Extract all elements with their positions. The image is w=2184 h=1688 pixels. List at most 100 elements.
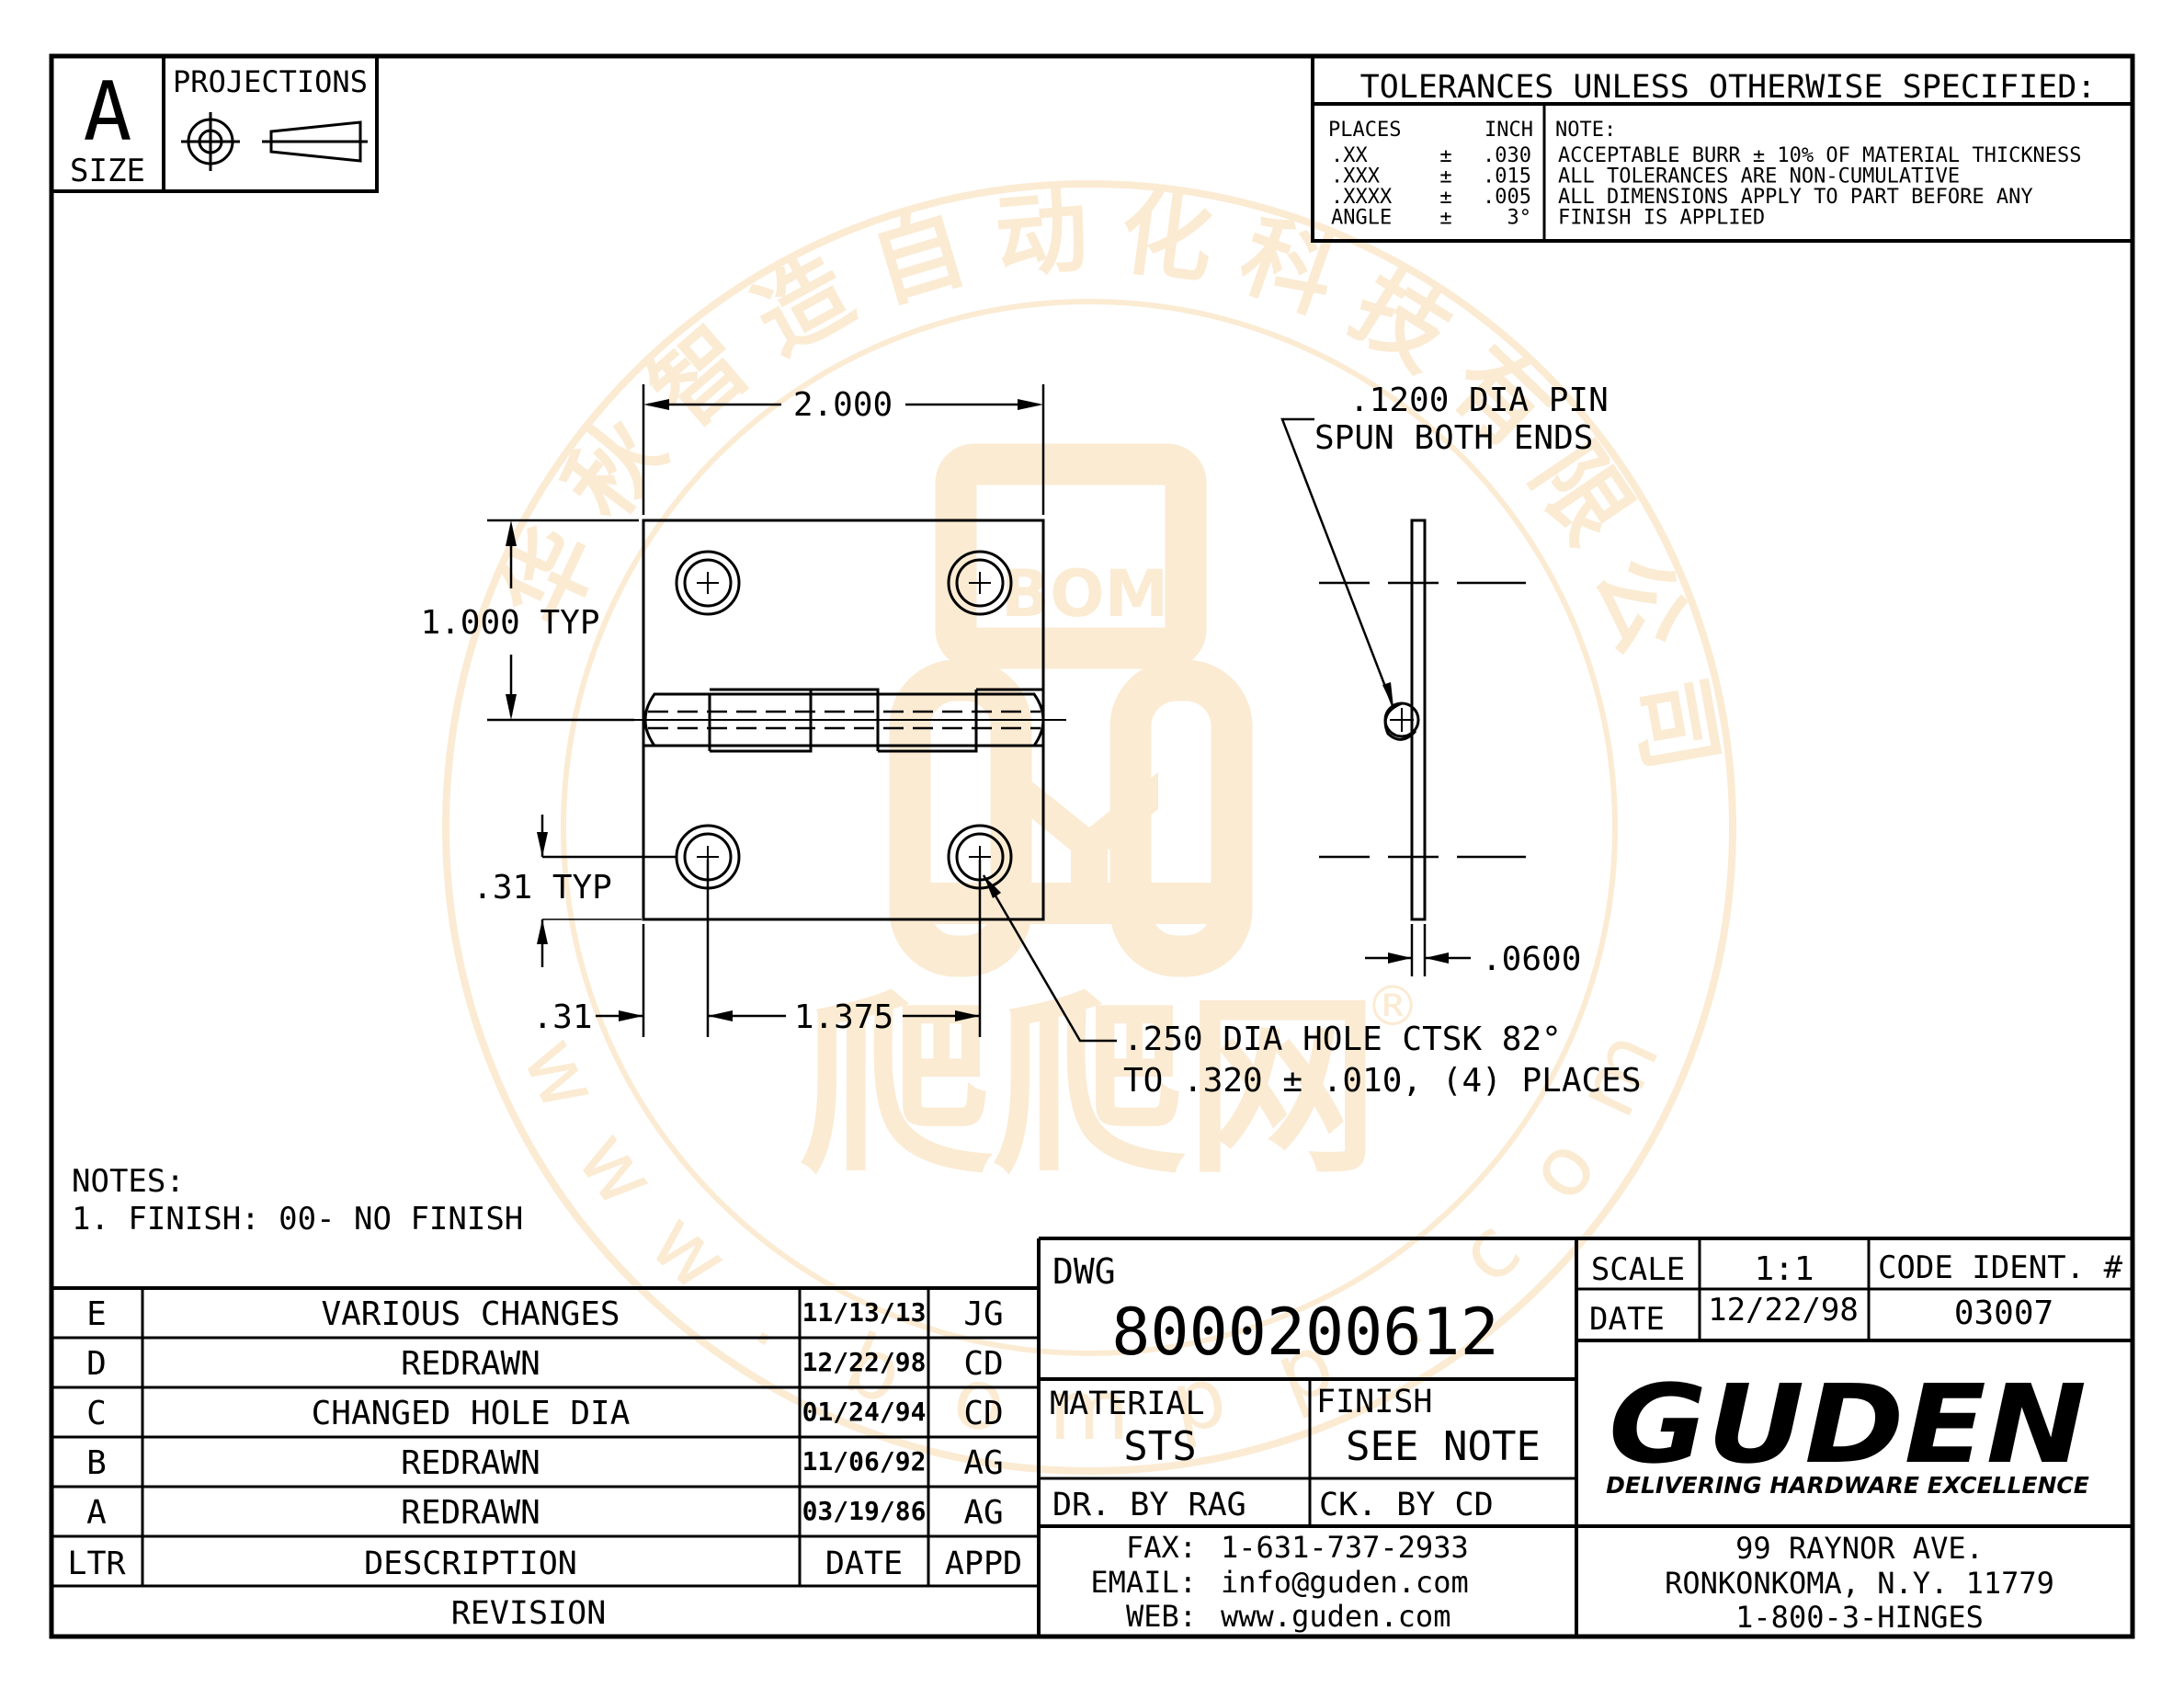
scale-value: 1:1	[1754, 1250, 1814, 1288]
drawn-by: DR. BY RAG	[1052, 1487, 1246, 1523]
watermark-char: 司	[1614, 669, 1736, 779]
rev-approved: AG	[963, 1494, 1003, 1532]
rev-header-ltr: LTR	[67, 1545, 126, 1582]
phone-number: 1-800-3-HINGES	[1735, 1600, 1984, 1635]
watermark-char: 技	[1334, 251, 1469, 391]
tolerance-place: .XXX	[1331, 165, 1381, 188]
bottom-leaf-outline	[642, 745, 1045, 921]
dim-width: 2.000	[793, 386, 893, 424]
size-label: SIZE	[70, 153, 145, 189]
tolerance-title: TOLERANCES UNLESS OTHERWISE SPECIFIED:	[1360, 69, 2097, 106]
watermark-url-char: o	[1508, 1120, 1616, 1217]
rev-date: 01/24/94	[802, 1397, 927, 1427]
dim-edge-vertical: .31 TYP	[472, 869, 612, 907]
hole-note-line1: .250 DIA HOLE CTSK 82°	[1123, 1021, 1562, 1058]
rev-description: REDRAWN	[401, 1494, 540, 1532]
guden-logo: GUDEN	[1609, 1361, 2087, 1488]
address-line1: 99 RAYNOR AVE.	[1735, 1531, 1984, 1566]
watermark-char: 化	[1114, 178, 1219, 297]
rev-date: 03/19/86	[802, 1496, 927, 1526]
rev-date: 11/13/13	[802, 1297, 927, 1328]
checked-by: CK. BY CD	[1319, 1487, 1494, 1523]
tolerance-pm: ±	[1439, 144, 1451, 167]
watermark-url-char: c	[1439, 1201, 1539, 1302]
dim-edge-horizontal: .31	[532, 998, 592, 1036]
email-address: info@guden.com	[1221, 1565, 1469, 1600]
web-label: WEB:	[1126, 1599, 1197, 1634]
rev-approved: CD	[963, 1395, 1003, 1432]
tolerance-note: ACCEPTABLE BURR ± 10% OF MATERIAL THICKN…	[1558, 144, 2082, 167]
tolerance-pm: ±	[1439, 186, 1451, 209]
material-label: MATERIAL	[1050, 1386, 1205, 1422]
notes-finish: 1. FINISH: 00- NO FINISH	[72, 1201, 523, 1237]
tolerance-notes: ACCEPTABLE BURR ± 10% OF MATERIAL THICKN…	[1558, 144, 2082, 230]
rev-letter: D	[86, 1345, 107, 1383]
rev-date: 12/22/98	[802, 1347, 927, 1377]
rev-header-date: DATE	[825, 1545, 903, 1582]
dimensions: 2.000 1.000 TYP .31 TYP .31 1.375 .250 D…	[420, 384, 1642, 1100]
date-label: DATE	[1589, 1301, 1665, 1338]
hinge-side-view: .1200 DIA PIN SPUN BOTH ENDS .0600	[1280, 382, 1609, 978]
watermark-registered: ®	[1365, 975, 1420, 1039]
rev-approved: CD	[963, 1345, 1003, 1383]
code-ident-label: CODE IDENT. #	[1878, 1249, 2123, 1286]
sheet-border	[49, 53, 2135, 1639]
watermark-char: 自	[859, 193, 978, 323]
dwg-label: DWG	[1052, 1251, 1116, 1292]
tolerance-place: ANGLE	[1331, 207, 1392, 230]
finish-value: SEE NOTE	[1346, 1423, 1541, 1470]
size-letter: A	[84, 64, 132, 159]
email-label: EMAIL:	[1090, 1565, 1197, 1600]
scale-label: SCALE	[1591, 1251, 1685, 1288]
web-address: www.guden.com	[1221, 1599, 1450, 1634]
dim-hole-spacing: 1.375	[794, 998, 893, 1036]
side-view-centerlines	[1319, 581, 1526, 859]
third-angle-projection-icon	[181, 112, 368, 171]
tolerance-note: FINISH IS APPLIED	[1558, 207, 1765, 230]
fax-label: FAX:	[1126, 1530, 1197, 1565]
places-header: PLACES	[1328, 119, 1401, 142]
countersunk-hole	[675, 550, 741, 616]
dim-thickness: .0600	[1482, 941, 1581, 978]
watermark-site: 爬爬网	[800, 975, 1379, 1200]
note-header: NOTE:	[1555, 119, 1616, 142]
tolerance-value: .005	[1483, 186, 1531, 209]
title-block: SCALE 1:1 CODE IDENT. # DATE 12/22/98 03…	[1037, 1237, 2133, 1637]
material-value: STS	[1123, 1423, 1196, 1470]
watermark-outer-ring	[442, 180, 1736, 1475]
watermark-char: 公	[1574, 541, 1708, 667]
tolerance-block: TOLERANCES UNLESS OTHERWISE SPECIFIED: P…	[1311, 56, 2133, 243]
pin-note-line2: SPUN BOTH ENDS	[1314, 419, 1593, 457]
watermark-bom: BOM	[1001, 556, 1169, 632]
watermark-char: 造	[737, 236, 870, 375]
guden-tagline: DELIVERING HARDWARE EXCELLENCE	[1606, 1472, 2089, 1499]
finish-label: FINISH	[1316, 1384, 1432, 1420]
rev-letter: C	[86, 1395, 107, 1432]
size-projection-box: A SIZE PROJECTIONS	[51, 56, 379, 193]
tolerance-pm: ±	[1439, 207, 1451, 230]
rev-approved: AG	[963, 1444, 1003, 1482]
rev-date: 11/06/92	[802, 1446, 927, 1477]
notes-header: NOTES:	[72, 1163, 185, 1200]
code-ident-value: 03007	[1954, 1295, 2053, 1332]
countersunk-hole	[947, 550, 1013, 616]
tolerance-place: .XXXX	[1331, 186, 1393, 209]
rev-footer: REVISION	[451, 1595, 607, 1632]
inch-header: INCH	[1484, 119, 1533, 142]
rev-description: VARIOUS CHANGES	[321, 1295, 620, 1333]
watermark-char: 动	[992, 177, 1092, 292]
fax-number: 1-631-737-2933	[1221, 1530, 1469, 1565]
watermark-inner-ring	[561, 299, 1618, 1356]
pin-note-line1: .1200 DIA PIN	[1349, 382, 1609, 419]
rev-description: CHANGED HOLE DIA	[312, 1395, 631, 1432]
tolerance-pm: ±	[1439, 165, 1451, 188]
tolerance-value: 3°	[1507, 207, 1532, 230]
tolerance-note: ALL DIMENSIONS APPLY TO PART BEFORE ANY	[1558, 186, 2033, 209]
tolerance-note: ALL TOLERANCES ARE NON-CUMULATIVE	[1558, 165, 1960, 188]
pin-hidden-lines	[648, 710, 1041, 730]
rev-approved: JG	[963, 1295, 1003, 1333]
dim-height: 1.000 TYP	[420, 604, 599, 642]
tolerance-value: .030	[1483, 144, 1531, 167]
